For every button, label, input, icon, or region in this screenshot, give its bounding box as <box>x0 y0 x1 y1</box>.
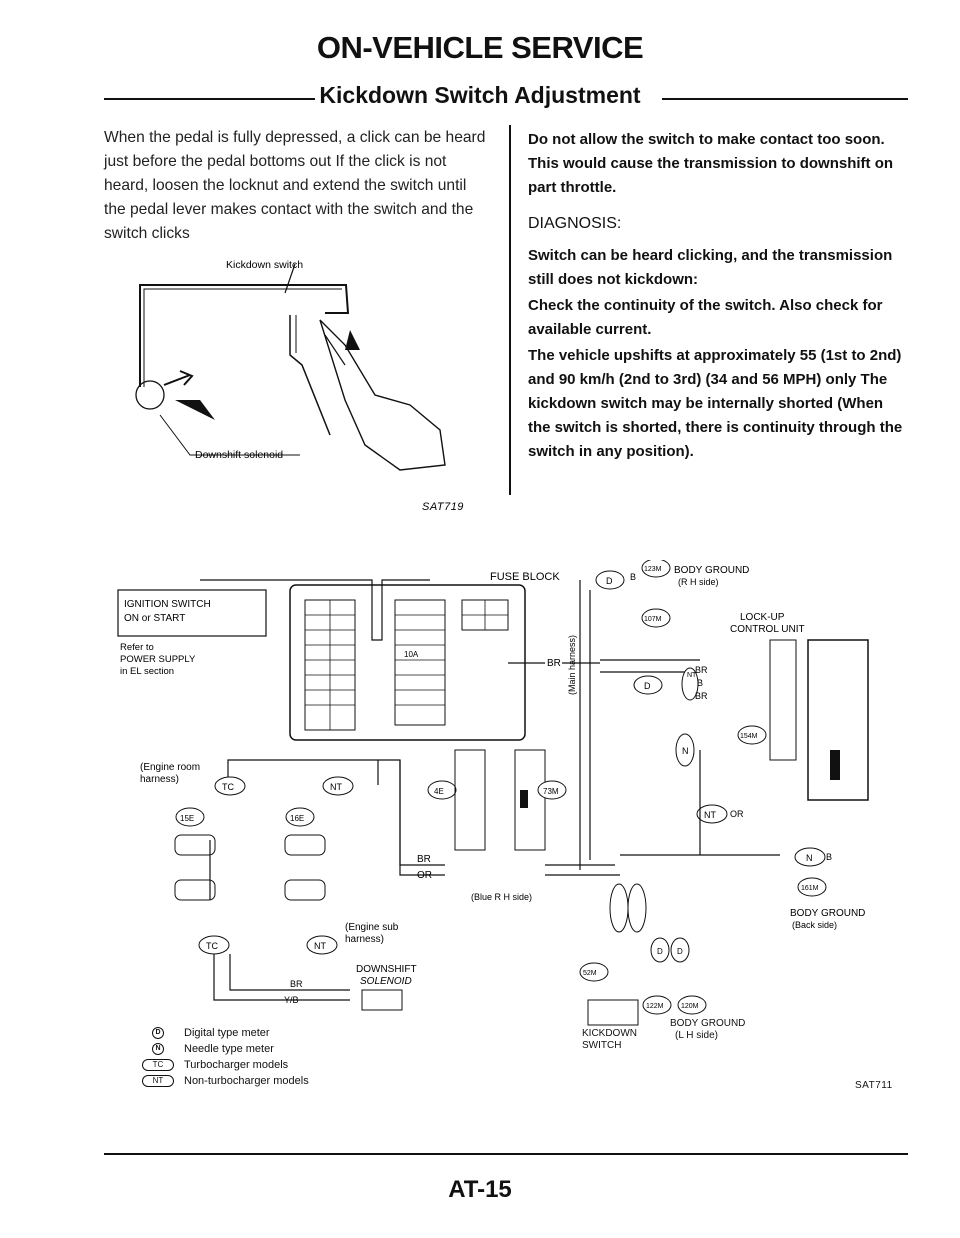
downshift-solenoid-label: SOLENOID <box>360 976 412 987</box>
solenoid-label: Downshift solenoid <box>195 449 283 461</box>
body-ground-back-side: (Back side) <box>792 920 837 930</box>
body-ground-top-label: BODY GROUND <box>674 565 749 576</box>
lockup-control-unit <box>807 639 869 801</box>
main-harness-label: (Main harness) <box>567 635 577 695</box>
kickdown-switch-symbol <box>587 999 639 1026</box>
engine-room-harness-label: harness) <box>140 774 179 785</box>
left-paragraph: When the pedal is fully depressed, a cli… <box>104 129 486 242</box>
lockup-label: LOCK-UP <box>740 612 785 623</box>
wire-b-label-2: B <box>697 678 703 688</box>
connector-16e: 16E <box>290 814 304 823</box>
connector-120m: 120M <box>681 1003 699 1010</box>
el-section-label: in EL section <box>120 666 174 677</box>
kickdown-illustration: Kickdown switch Downshift solenoid SAT71… <box>135 259 464 513</box>
tc-tag-2: TC <box>206 941 218 951</box>
turbocharger-icon: TC <box>142 1059 174 1071</box>
needle-meter-icon: N <box>152 1043 164 1055</box>
diagnosis-heading: DIAGNOSIS: <box>528 215 622 232</box>
diagnosis-symptom: Switch can be heard clicking, and the tr… <box>528 247 893 288</box>
wire-br-label-2: BR <box>417 854 431 865</box>
downshift-label: DOWNSHIFT <box>356 964 417 975</box>
body-ground-lh-label: BODY GROUND (L H side) <box>670 1018 746 1041</box>
section-rule-right <box>662 98 908 100</box>
connector-52m: 52M <box>583 970 597 977</box>
kickdown-switch-label: Kickdown switch <box>226 259 303 271</box>
bottom-rule <box>104 1153 908 1155</box>
engine-sub-label: (Engine sub <box>345 922 399 933</box>
nt-tag-4: NT <box>704 810 716 820</box>
wire-br-label-4: BR <box>695 665 708 675</box>
wire-or-label-2: OR <box>730 809 744 819</box>
kickdown-switch-label: KICKDOWN SWITCH <box>582 1028 637 1051</box>
digital-meter-icon: D <box>152 1027 164 1039</box>
page-number: AT-15 <box>448 1176 512 1203</box>
nt-tag-2: NT <box>314 941 326 951</box>
d-tag-3: D <box>657 947 663 956</box>
legend-item: N Needle type meter <box>140 1041 309 1057</box>
fuse-10a-label: 10A <box>404 650 419 659</box>
section-title: Kickdown Switch Adjustment <box>0 82 960 109</box>
connector-73m: 73M <box>543 787 559 796</box>
non-turbo-icon: NT <box>142 1075 174 1087</box>
connector-122m: 122M <box>646 1003 664 1010</box>
wire-or-label: OR <box>417 870 432 881</box>
legend-item: TC Turbocharger models <box>140 1057 309 1073</box>
diagnosis-detail: The vehicle upshifts at approximately 55… <box>528 347 903 460</box>
body-ground-top-side: (R H side) <box>678 577 719 587</box>
ignition-label: IGNITION SWITCH <box>124 599 211 610</box>
right-column: Do not allow the switch to make contact … <box>528 128 908 476</box>
d-tag-2: D <box>644 681 651 691</box>
wiring-diagram: FUSE BLOCK 10A IGNITION SWITCH ON or STA… <box>117 560 869 1026</box>
fig-code-sat711: SAT711 <box>855 1080 893 1091</box>
power-supply-label: POWER SUPPLY <box>120 654 196 665</box>
connector-123m: 123M <box>644 566 662 573</box>
n-tag: N <box>682 746 689 756</box>
nt-tag: NT <box>330 782 342 792</box>
nt-tag-3: NT <box>687 672 697 679</box>
legend: D Digital type meter N Needle type meter… <box>140 1025 309 1089</box>
page-title: ON-VEHICLE SERVICE <box>316 30 644 65</box>
fuse-block-label: FUSE BLOCK <box>490 571 560 583</box>
refer-to-label: Refer to <box>120 642 154 653</box>
d-tag: D <box>606 576 613 586</box>
wire-b-label-3: B <box>826 852 832 862</box>
diagnosis-check: Check the continuity of the switch. Also… <box>528 297 883 338</box>
d-tag-4: D <box>677 947 683 956</box>
downshift-solenoid <box>361 989 403 1011</box>
legend-item: NT Non-turbocharger models <box>140 1073 309 1089</box>
wire-br-label-3: BR <box>290 979 303 989</box>
engine-sub-harness-label: harness) <box>345 934 384 945</box>
fuse-block <box>289 584 526 741</box>
fig-code-sat719: SAT719 <box>422 501 464 513</box>
ignition-state-label: ON or START <box>124 613 185 624</box>
connector-161m: 161M <box>801 885 819 892</box>
ignition-switch-box <box>117 589 267 637</box>
legend-item: D Digital type meter <box>140 1025 309 1041</box>
section-rule-left <box>104 98 342 100</box>
wire-yb-label: Y/B <box>284 995 299 1005</box>
connector-107m: 107M <box>644 616 662 623</box>
control-unit-label: CONTROL UNIT <box>730 624 805 635</box>
connector-4e: 4E <box>434 787 444 796</box>
connector-15e: 15E <box>180 814 194 823</box>
blue-rh-label: (Blue R H side) <box>471 892 532 902</box>
column-divider <box>509 125 511 495</box>
body-ground-back-label: BODY GROUND <box>790 908 865 919</box>
wire-b-label: B <box>630 572 636 582</box>
caution-paragraph: Do not allow the switch to make contact … <box>528 131 894 196</box>
connector-154m: 154M <box>740 733 758 740</box>
engine-room-label: (Engine room <box>140 762 200 773</box>
n-tag-2: N <box>806 853 813 863</box>
wire-br-label: BR <box>547 658 561 669</box>
tc-tag: TC <box>222 782 234 792</box>
wire-br-label-5: BR <box>695 691 708 701</box>
